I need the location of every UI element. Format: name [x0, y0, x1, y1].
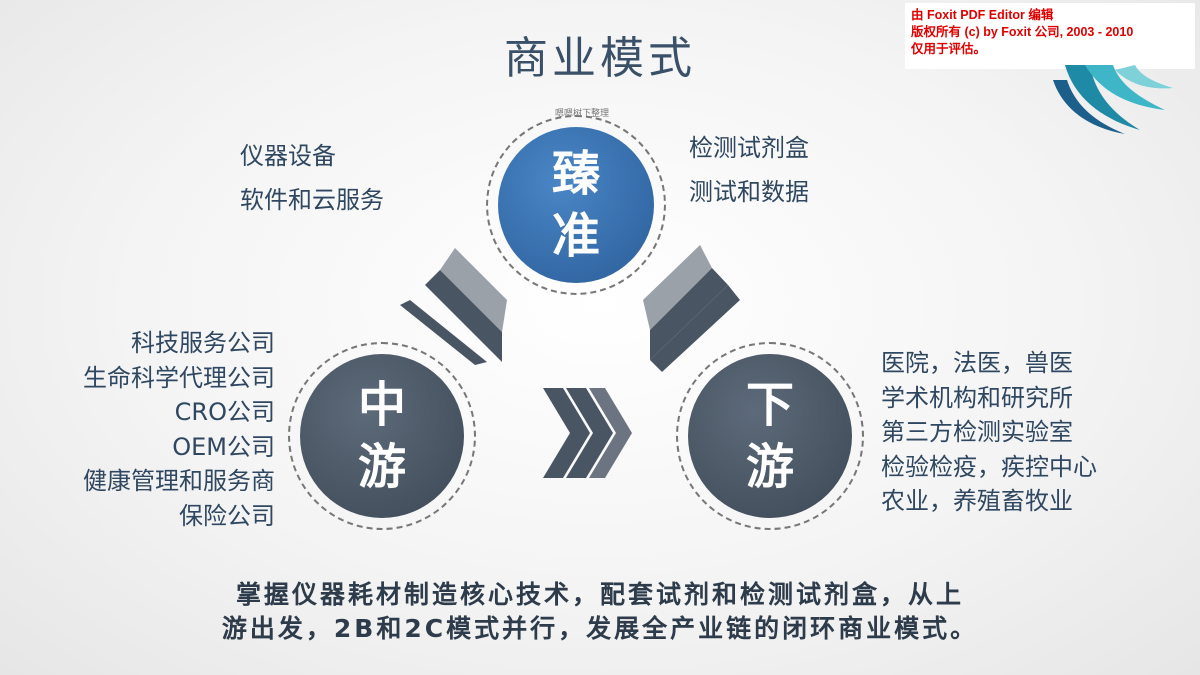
foxit-watermark: 由 Foxit PDF Editor 编辑 版权所有 (c) by Foxit … — [905, 3, 1195, 69]
top-circle-ring: 臻 准 — [486, 115, 666, 295]
top-left-list: 仪器设备 软件和云服务 — [240, 134, 384, 222]
circle-midstream: 中 游 — [300, 354, 464, 518]
list-item: CRO公司 — [174, 398, 275, 426]
list-item: OEM公司 — [172, 432, 275, 461]
left-chevron-arrow — [400, 248, 507, 365]
circle-zhenzhun: 臻 准 — [498, 127, 654, 283]
list-item: 农业，养殖畜牧业 — [881, 487, 1073, 515]
list-item: 检测试剂盒 — [689, 134, 809, 162]
middle-circle-ring: 中 游 — [288, 342, 476, 530]
midstream-list: 科技服务公司 生命科学代理公司 CRO公司 OEM公司 健康管理和服务商 保险公… — [83, 326, 275, 533]
watermark-line-3: 仅用于评估。 — [911, 42, 987, 56]
list-item: 软件和云服务 — [240, 186, 384, 214]
list-item: 学术机构和研究所 — [881, 383, 1073, 412]
circle-downstream: 下 游 — [688, 354, 852, 518]
watermark-line-2: 版权所有 (c) by Foxit 公司, 2003 - 2010 — [911, 25, 1134, 39]
small-note: 嗯嗯树下整理 — [555, 109, 610, 119]
circle-mid-char-1: 中 — [357, 377, 406, 433]
downstream-list: 医院，法医，兽医 学术机构和研究所 第三方检测实验室 检验检疫，疾控中心 农业，… — [881, 346, 1097, 519]
top-right-list: 检测试剂盒 测试和数据 — [689, 126, 809, 214]
downstream-circle-ring: 下 游 — [676, 342, 864, 530]
right-chevron-arrow — [643, 245, 740, 372]
list-item: 医院，法医，兽医 — [881, 349, 1073, 377]
summary-line-1: 掌握仪器耗材制造核心技术，配套试剂和检测试剂盒，从上 — [235, 580, 964, 609]
circle-down-char-1: 下 — [745, 377, 794, 433]
company-logo — [1053, 65, 1173, 134]
summary-line-2: 游出发，2B和2C模式并行，发展全产业链的闭环商业模式。 — [221, 614, 979, 643]
watermark-line-1: 由 Foxit PDF Editor 编辑 — [911, 8, 1054, 22]
list-item: 检验检疫，疾控中心 — [881, 452, 1097, 481]
circle-top-char-1: 臻 — [551, 146, 600, 202]
circle-down-char-2: 游 — [745, 439, 794, 495]
circle-mid-char-2: 游 — [357, 439, 406, 495]
summary-text: 掌握仪器耗材制造核心技术，配套试剂和检测试剂盒，从上 游出发，2B和2C模式并行… — [0, 578, 1200, 646]
list-item: 仪器设备 — [240, 142, 336, 170]
list-item: 健康管理和服务商 — [83, 467, 275, 495]
list-item: 测试和数据 — [689, 178, 809, 206]
list-item: 第三方检测实验室 — [881, 418, 1073, 446]
circle-top-char-2: 准 — [551, 208, 600, 264]
list-item: 生命科学代理公司 — [83, 363, 275, 392]
list-item: 保险公司 — [179, 501, 275, 530]
slide-title: 商业模式 — [504, 33, 696, 84]
center-chevron-arrow — [543, 388, 632, 478]
list-item: 科技服务公司 — [131, 329, 275, 357]
